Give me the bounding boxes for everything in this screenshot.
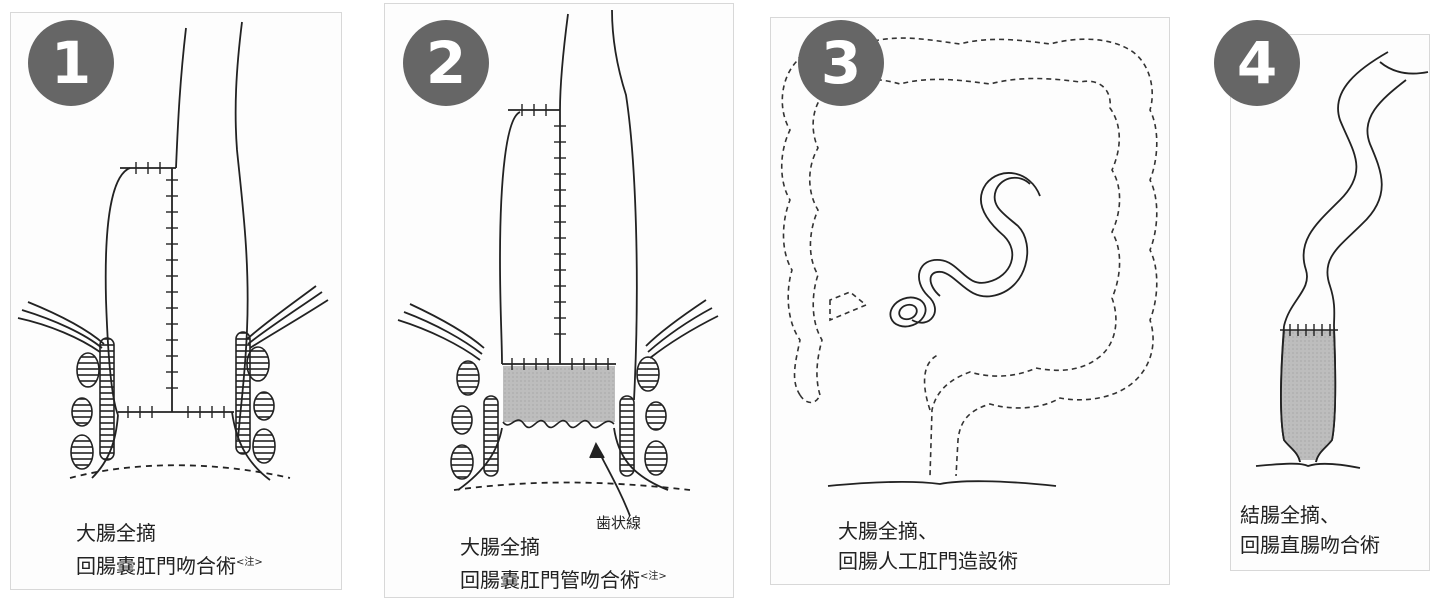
anal-canal-mucosa-2 [503, 366, 615, 422]
staples-1 [127, 162, 225, 418]
step-badge-3: 3 [798, 20, 884, 106]
staples-4 [1280, 324, 1338, 336]
dentate-line-2 [502, 419, 615, 429]
step-badge-2: 2 [403, 20, 489, 106]
dentate-line-label: 歯状線 [596, 514, 642, 532]
caption-1: 大腸全摘 回腸嚢肛門吻合術<注> [76, 518, 263, 581]
removed-colon-3 [780, 37, 1158, 477]
caption-4-line1: 結腸全摘、 [1240, 503, 1340, 527]
skin-line-3 [827, 480, 1057, 487]
staples-2 [511, 104, 609, 370]
caption-3: 大腸全摘、 回腸人工肛門造設術 [838, 516, 1018, 576]
caption-4: 結腸全摘、 回腸直腸吻合術 [1240, 500, 1380, 560]
caption-2: 大腸全摘 回腸嚢肛門管吻合術<注> [460, 532, 667, 595]
caption-2-line2-wrap: 回腸嚢肛門管吻合術<注> [460, 562, 667, 595]
caption-1-line1: 大腸全摘 [76, 521, 156, 545]
rectum-outline-4 [1280, 329, 1337, 463]
rectum-shaded-4 [1281, 330, 1336, 460]
step-badge-1: 1 [28, 20, 114, 106]
panel-4 [1230, 34, 1430, 571]
pouch-diagram-2 [397, 9, 719, 517]
panel-3 [770, 17, 1170, 585]
caption-2-line1: 大腸全摘 [460, 535, 540, 559]
sphincter-muscles-1 [70, 331, 276, 470]
caption-1-line2: 回腸嚢肛門吻合術 [76, 554, 236, 578]
caption-1-note: <注> [236, 557, 263, 568]
caption-2-note: <注> [640, 571, 667, 582]
ileum-loop-3 [889, 172, 1041, 328]
step-badge-4: 4 [1214, 20, 1300, 106]
caption-3-line1: 大腸全摘、 [838, 519, 938, 543]
caption-2-line2: 回腸嚢肛門管吻合術 [460, 568, 640, 592]
sphincter-muscles-2 [450, 356, 668, 480]
panel-1 [10, 12, 342, 590]
caption-3-line2: 回腸人工肛門造設術 [838, 549, 1018, 573]
caption-1-line2-wrap: 回腸嚢肛門吻合術<注> [76, 548, 263, 581]
caption-4-line2: 回腸直腸吻合術 [1240, 533, 1380, 557]
